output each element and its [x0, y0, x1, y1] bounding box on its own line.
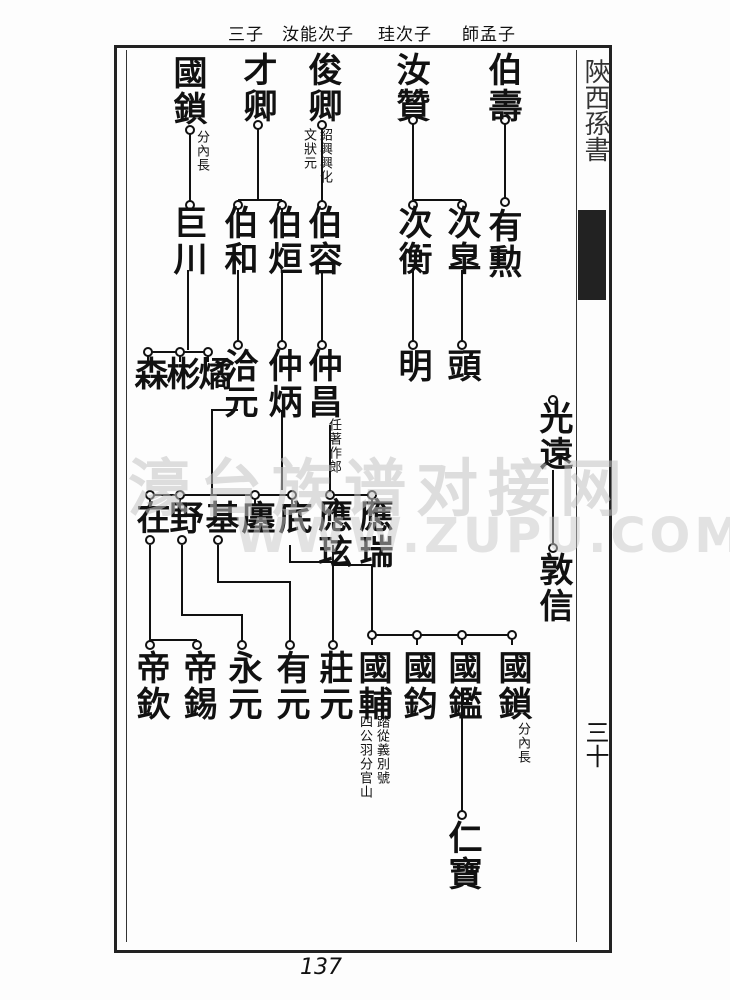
- outer-frame: [114, 45, 612, 953]
- person-note: 四公羽分官山: [357, 715, 372, 799]
- person-name: 帝欽: [130, 650, 170, 722]
- person-name: 敦信: [533, 552, 573, 624]
- person-name: 伯烜: [262, 205, 302, 277]
- person-name: 仲炳: [262, 348, 302, 420]
- person-name: 永元: [222, 650, 262, 722]
- header-caption: 師孟子: [462, 25, 516, 45]
- person-name: 仁寶: [442, 820, 482, 892]
- header-caption: 三子: [228, 25, 264, 45]
- person-name: 光遠: [533, 400, 573, 472]
- person-name: 洽元: [218, 348, 258, 420]
- header-caption: 汝能次子: [282, 25, 354, 45]
- person-name: 在: [130, 500, 170, 536]
- book-spine-title: 陝西孫書: [580, 58, 610, 162]
- person-name: 基: [199, 500, 239, 536]
- person-name: 國鑑: [442, 650, 482, 722]
- person-name: 次衡: [392, 205, 432, 277]
- person-note: 紹興興化: [317, 128, 332, 184]
- watermark-text: 濠台族谱对接网: [128, 452, 633, 525]
- person-name: 國鈞: [397, 650, 437, 722]
- person-name: 帝錫: [177, 650, 217, 722]
- spine-rule: [576, 50, 577, 942]
- person-note: 分內長: [515, 722, 530, 764]
- person-name: 頭: [441, 348, 481, 384]
- person-name: 仲昌: [302, 348, 342, 420]
- inner-frame-rule: [126, 50, 127, 942]
- person-name: 伯容: [302, 205, 342, 277]
- person-name: 廛: [235, 500, 275, 536]
- person-name: 燏: [192, 356, 232, 392]
- person-note: 文狀元: [301, 128, 316, 170]
- person-name: 國鎖: [167, 55, 207, 127]
- person-name: 國輔: [352, 650, 392, 722]
- person-name: 有勲: [482, 208, 522, 280]
- person-note: 踏從義別號: [374, 715, 389, 785]
- person-note: 任著作郎: [326, 418, 341, 474]
- person-name: 㡳: [272, 500, 312, 536]
- person-name: 應玹: [312, 498, 352, 570]
- person-name: 巨川: [167, 205, 207, 277]
- spine-block: [578, 210, 606, 300]
- page-number: 137: [300, 955, 342, 980]
- person-name: 有元: [270, 650, 310, 722]
- person-name: 國鎖: [492, 650, 532, 722]
- person-name: 俊卿: [302, 52, 342, 124]
- header-caption: 珪次子: [378, 25, 432, 45]
- person-name: 次皐: [441, 205, 481, 277]
- person-name: 森: [128, 356, 168, 392]
- person-name: 莊元: [313, 650, 353, 722]
- person-name: 才卿: [237, 52, 277, 124]
- person-note: 分內長: [194, 130, 209, 172]
- person-name: 野: [163, 500, 203, 536]
- person-name: 應瑞: [353, 498, 393, 570]
- person-name: 明: [392, 348, 432, 384]
- person-name: 伯和: [218, 205, 258, 277]
- person-name: 彬: [160, 356, 200, 392]
- person-name: 汝贊: [390, 52, 430, 124]
- book-spine-volume: 三十: [581, 720, 609, 768]
- person-name: 伯壽: [482, 52, 522, 124]
- watermark-url: WWW.ZUPU.COM: [235, 508, 730, 564]
